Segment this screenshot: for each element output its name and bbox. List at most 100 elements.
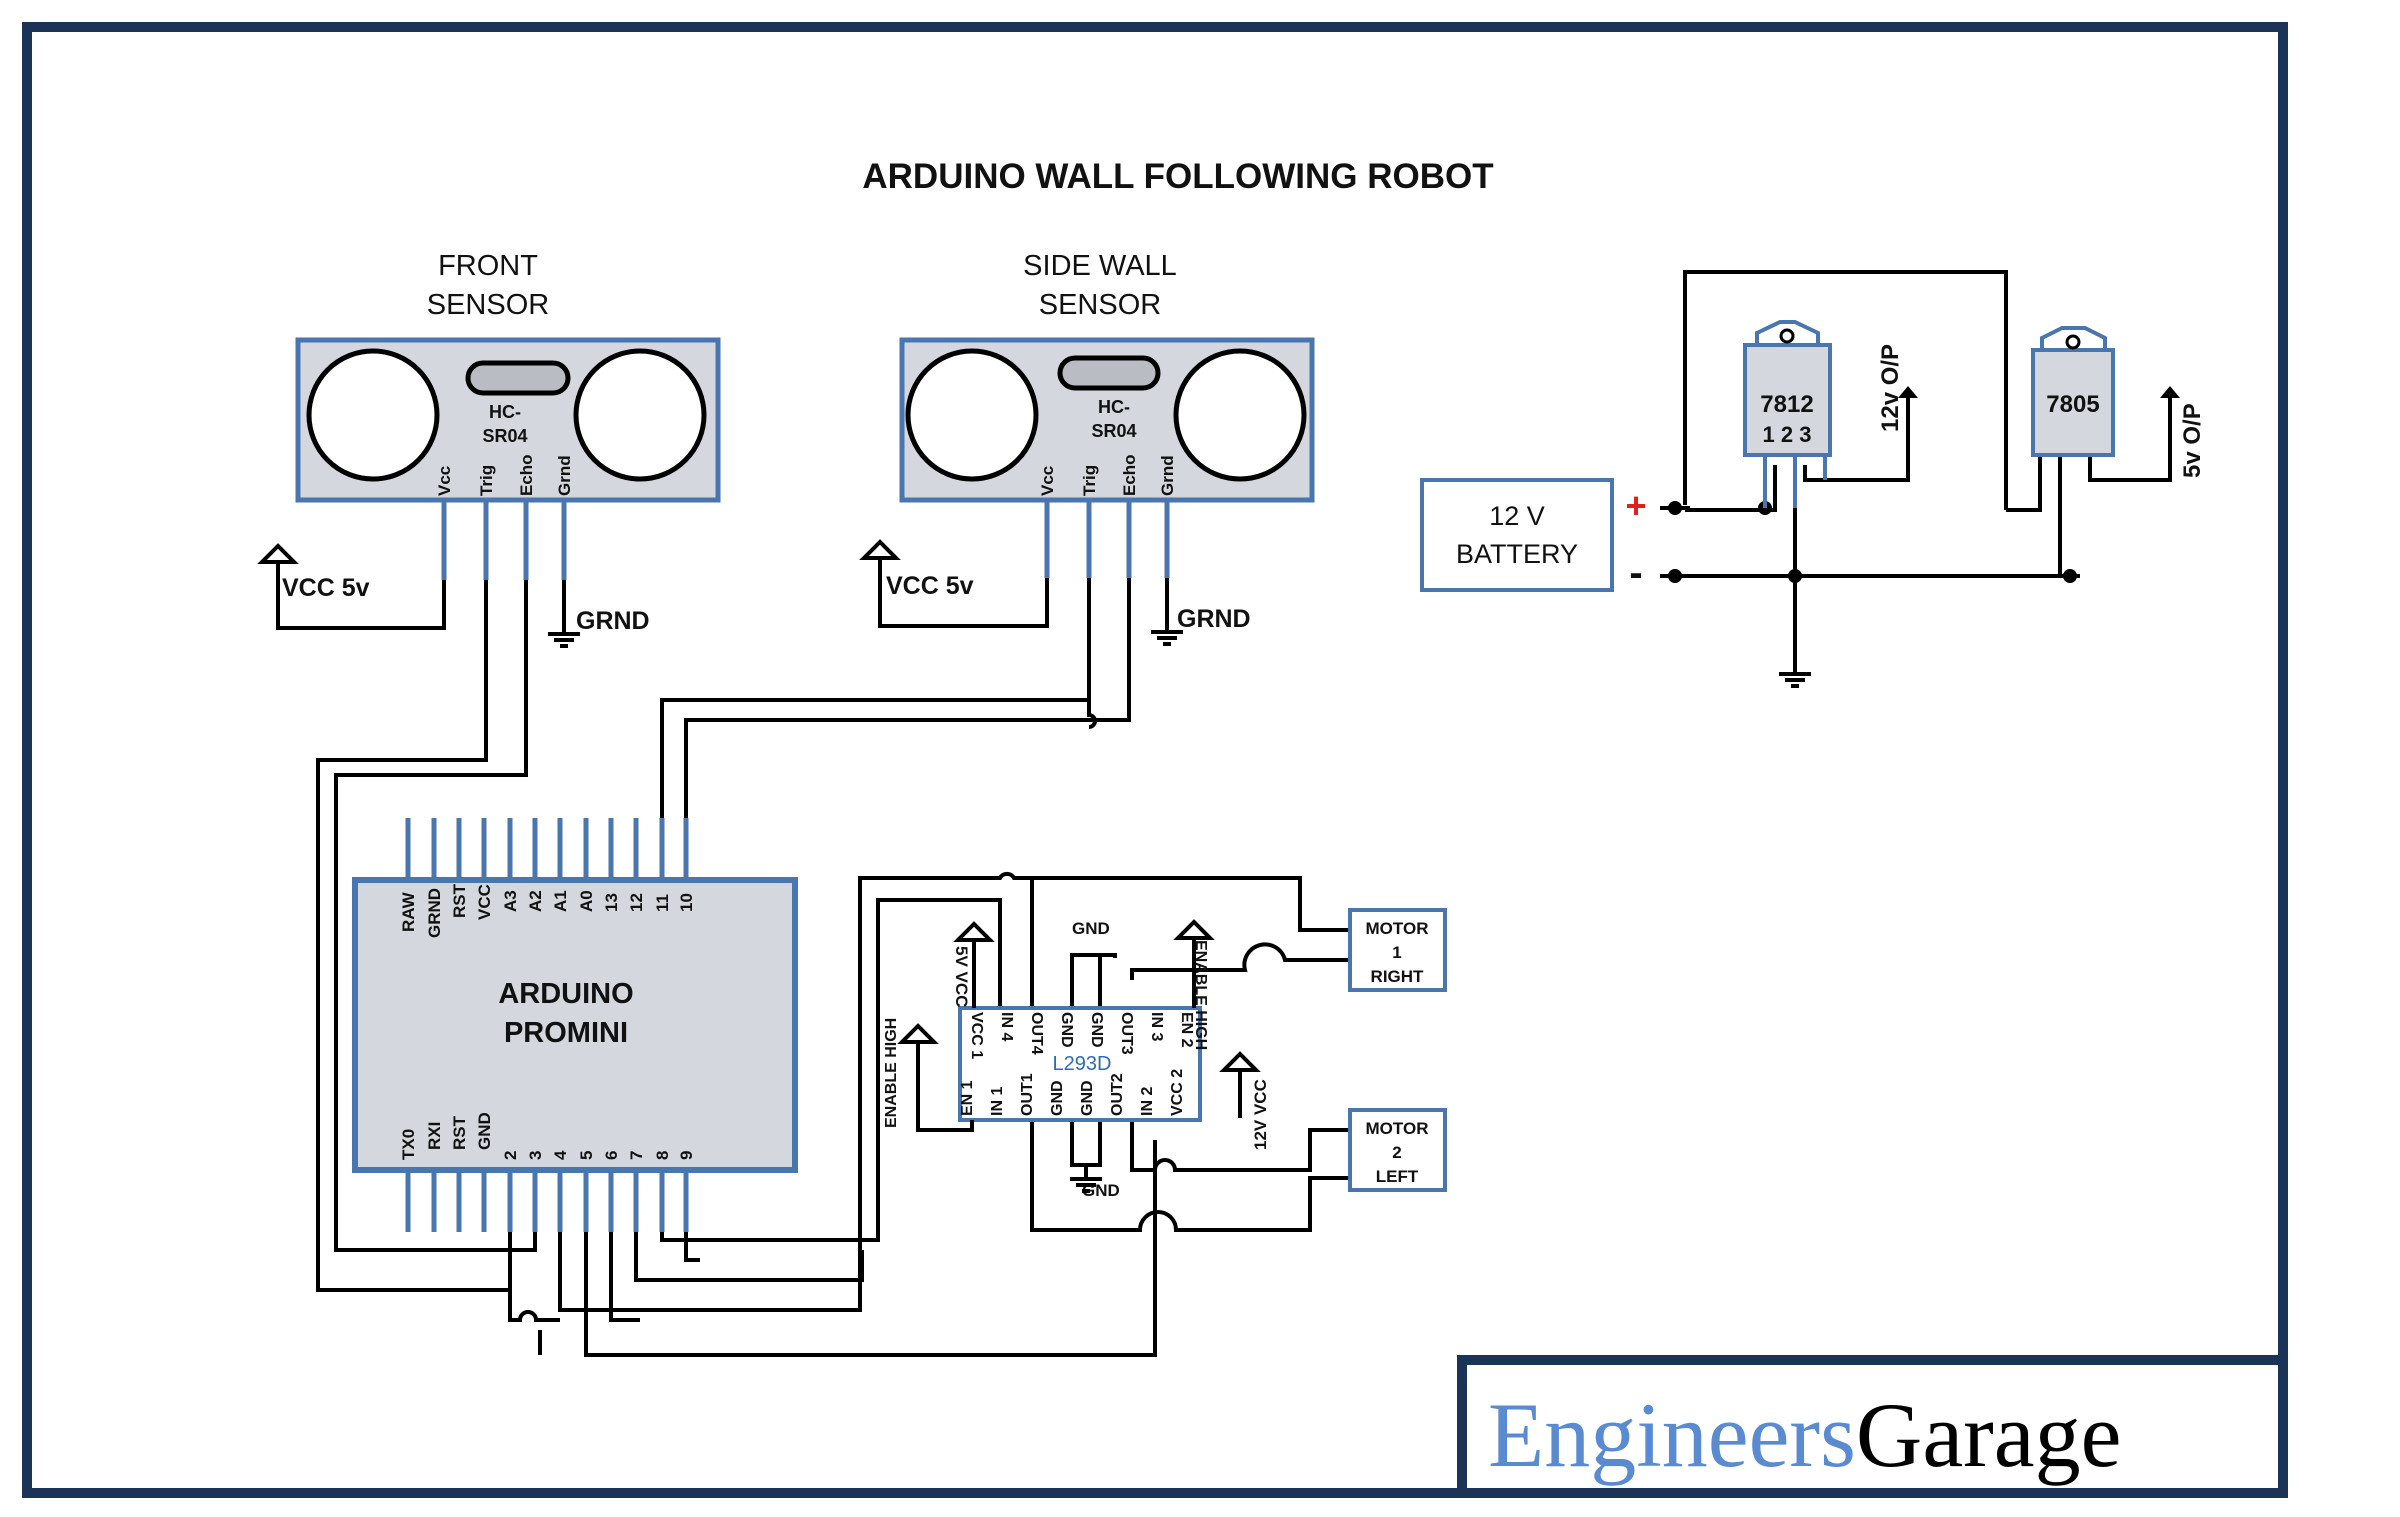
arduino-pin-a1: A1 <box>551 890 570 912</box>
reg-7812-out-label: 12v O/P <box>1877 344 1904 432</box>
side-vcc-arrow <box>859 539 901 560</box>
arduino-pin-4: 4 <box>551 1150 570 1160</box>
front-sensor-model-2: SR04 <box>482 426 527 446</box>
arduino-name-1: ARDUINO <box>498 978 633 1010</box>
side-sensor-model-2: SR04 <box>1091 421 1136 441</box>
arduino-pin-8: 8 <box>653 1151 672 1160</box>
arduino-pin-12: 12 <box>627 893 646 912</box>
front-sensor: FRONT SENSOR HC- SR04 Vcc Trig Echo Grnd… <box>257 250 721 648</box>
reg-7805-out-label: 5v O/P <box>2179 403 2206 478</box>
diagram-title: ARDUINO WALL FOLLOWING ROBOT <box>862 157 1493 196</box>
arduino-pin-6: 6 <box>602 1151 621 1160</box>
arduino-board <box>352 877 798 1173</box>
arduino-pin-a2: A2 <box>526 890 545 912</box>
front-sensor-heading-1: FRONT <box>438 250 538 282</box>
motor-2-line3: LEFT <box>1376 1167 1419 1186</box>
l293d-pin-gnd-b2: GND <box>1079 1080 1096 1116</box>
l293d-en2-label: ENABLE HIGH <box>1192 940 1209 1050</box>
battery-line1: 12 V <box>1489 501 1545 531</box>
front-pin-grnd: Grnd <box>555 455 574 496</box>
battery-plus: + <box>1625 485 1646 526</box>
l293d-en1-arrow <box>897 1023 939 1044</box>
motor-1-line2: 1 <box>1392 943 1401 962</box>
motor-2-box <box>1348 1108 1447 1192</box>
front-pin-trig: Trig <box>477 465 496 496</box>
motor-1-line1: MOTOR <box>1366 919 1429 938</box>
l293d-pin-en1: EN 1 <box>959 1080 976 1116</box>
motor-2: MOTOR 2 LEFT <box>1348 1108 1447 1192</box>
arduino-pin-a0: A0 <box>577 890 596 912</box>
arduino-pin-3: 3 <box>526 1151 545 1160</box>
side-gnd-label: GRND <box>1177 605 1251 633</box>
side-vcc-label: VCC 5v <box>886 572 974 600</box>
arduino-pin-a3: A3 <box>501 890 520 912</box>
front-pin-echo: Echo <box>517 454 536 496</box>
l293d-pin-gnd-t2: GND <box>1088 1012 1105 1048</box>
arduino-pin-9: 9 <box>677 1151 696 1160</box>
front-sensor-transducer-left <box>306 348 440 482</box>
l293d-5v-label: 5V VCC <box>952 946 971 1007</box>
l293d-pin-vcc1: VCC 1 <box>968 1012 985 1059</box>
l293d-pin-gnd-t1: GND <box>1058 1012 1075 1048</box>
side-sensor-heading-1: SIDE WALL <box>1023 250 1177 282</box>
reg-7812-label: 7812 <box>1760 391 1813 418</box>
l293d-driver: L293D VCC 1 IN 4 OUT4 GND GND OUT3 IN 3 … <box>883 919 1270 1200</box>
arduino-pro-mini: ARDUINO PROMINI RAW GRND RST VCC A3 A2 A… <box>352 818 798 1232</box>
reg-7805-label: 7805 <box>2046 391 2099 418</box>
front-vcc-label: VCC 5v <box>282 574 370 602</box>
arduino-name-2: PROMINI <box>504 1017 628 1049</box>
l293d-12v-arrow <box>1219 1051 1261 1072</box>
side-sensor-transducer-left <box>905 348 1039 482</box>
l293d-12v-label: 12V VCC <box>1251 1079 1270 1150</box>
l293d-name: L293D <box>1053 1053 1112 1075</box>
battery-box <box>1420 478 1614 592</box>
l293d-pin-gnd-b1: GND <box>1049 1080 1066 1116</box>
arduino-pin-5: 5 <box>577 1151 596 1160</box>
l293d-chip <box>958 1006 1202 1122</box>
brand-part-1: Engineers <box>1488 1384 1856 1486</box>
motor-1: MOTOR 1 RIGHT <box>1348 908 1447 992</box>
front-sensor-crystal <box>465 360 571 396</box>
brand-logo: EngineersGarage <box>1488 1384 2121 1486</box>
arduino-pin-7: 7 <box>627 1151 646 1160</box>
motor-1-line3: RIGHT <box>1371 967 1425 986</box>
wires <box>276 270 2172 1357</box>
l293d-en2-arrow <box>1173 919 1215 940</box>
l293d-en1-label: ENABLE HIGH <box>883 1018 900 1128</box>
l293d-pin-out2: OUT2 <box>1109 1073 1126 1116</box>
front-vcc-arrow <box>257 543 299 564</box>
l293d-pin-out4: OUT4 <box>1028 1012 1045 1055</box>
arduino-pin-raw: RAW <box>399 891 418 932</box>
front-pin-vcc: Vcc <box>435 466 454 496</box>
arduino-pin-10: 10 <box>677 893 696 912</box>
l293d-pin-out3: OUT3 <box>1118 1012 1135 1055</box>
side-pin-vcc: Vcc <box>1038 466 1057 496</box>
side-sensor-model-1: HC- <box>1098 397 1130 417</box>
arduino-pin-rxi: RXI <box>425 1122 444 1150</box>
side-pin-trig: Trig <box>1080 465 1099 496</box>
reg-7812-pins: 1 2 3 <box>1763 422 1812 447</box>
arduino-pin-tx0: TX0 <box>399 1129 418 1160</box>
arduino-pin-vcc: VCC <box>475 884 494 920</box>
brand-box <box>1457 1355 2288 1498</box>
front-sensor-model-1: HC- <box>489 402 521 422</box>
front-gnd-label: GRND <box>576 607 650 635</box>
l293d-pin-in2: IN 2 <box>1139 1087 1156 1116</box>
l293d-pin-in1: IN 1 <box>989 1087 1006 1116</box>
arduino-pin-2: 2 <box>501 1151 520 1160</box>
l293d-pin-vcc2: VCC 2 <box>1169 1069 1186 1116</box>
l293d-pin-in3: IN 3 <box>1148 1012 1165 1041</box>
motor-2-line2: 2 <box>1392 1143 1401 1162</box>
motor-1-box <box>1348 908 1447 992</box>
side-sensor-crystal <box>1057 355 1161 391</box>
outer-frame <box>22 22 2288 1498</box>
arduino-pin-13: 13 <box>602 893 621 912</box>
side-pin-echo: Echo <box>1120 454 1139 496</box>
battery-minus: - <box>1629 551 1642 595</box>
front-sensor-transducer-right <box>573 348 707 482</box>
motor-2-line1: MOTOR <box>1366 1119 1429 1138</box>
power-gnd-icon <box>1777 658 1813 688</box>
l293d-pin-en2: EN 2 <box>1178 1012 1195 1048</box>
side-sensor-transducer-right <box>1173 348 1307 482</box>
brand-part-2: Garage <box>1856 1384 2122 1486</box>
